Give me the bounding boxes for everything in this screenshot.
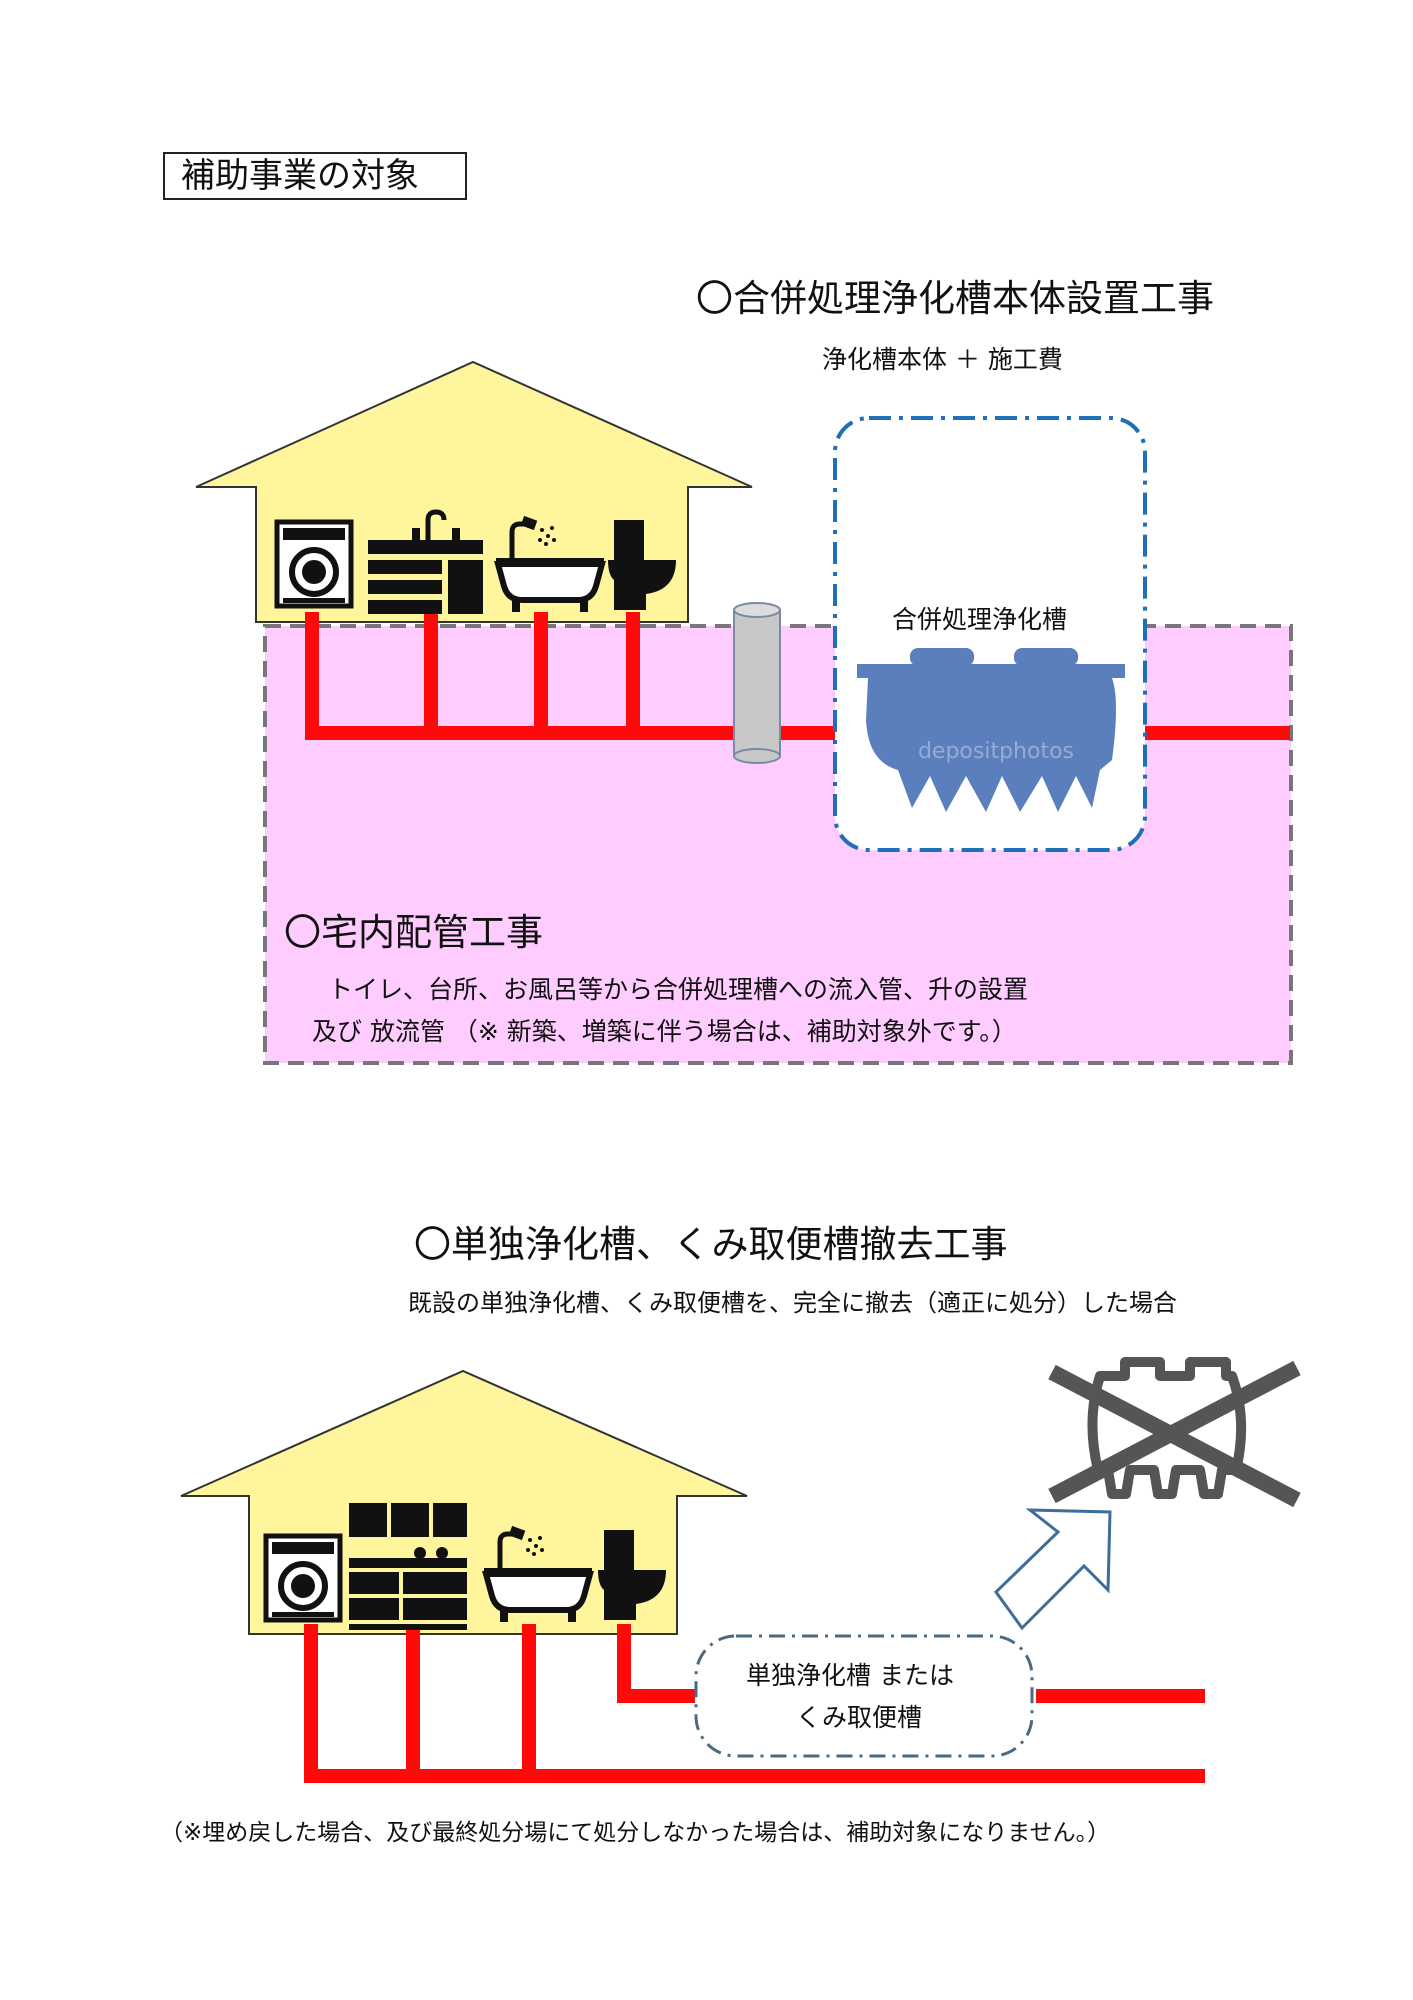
old-tank-zone: [694, 1634, 1034, 1758]
bottom-drain-pipes: [304, 1624, 1205, 1783]
old-tank-label-line2: くみ取便槽: [796, 1703, 923, 1732]
kitchen-sink-icon: [368, 509, 483, 614]
install-heading: 〇合併処理浄化槽本体設置工事: [696, 277, 1214, 320]
tank-label: 合併処理浄化槽: [892, 605, 1068, 634]
washing-machine-icon: [266, 1536, 340, 1620]
removal-heading: 〇単独浄化槽、くみ取便槽撤去工事: [414, 1223, 1008, 1266]
septic-tank-icon: [857, 648, 1125, 812]
piping-line1: トイレ、台所、お風呂等から合併処理槽への流入管、升の設置: [328, 975, 1029, 1004]
old-tank-label-line1: 単独浄化槽 または: [746, 1661, 954, 1690]
removal-footnote: （※埋め戻した場合、及び最終処分場にて処分しなかった場合は、補助対象になりません…: [160, 1820, 1111, 1846]
washing-machine-icon: [277, 522, 351, 606]
piping-line2: 及び 放流管 （※ 新築、増築に伴う場合は、補助対象外です。）: [312, 1017, 1017, 1046]
arrow-up-right-icon: [994, 1508, 1112, 1631]
inspection-chamber-icon: [733, 602, 781, 764]
piping-heading: 〇宅内配管工事: [284, 911, 543, 954]
install-subline: 浄化槽本体 ＋ 施工費: [822, 345, 1063, 374]
kitchen-unit-icon: [349, 1503, 467, 1630]
crossed-out-tank-icon: [1048, 1357, 1301, 1508]
removal-subline: 既設の単独浄化槽、くみ取便槽を、完全に撤去（適正に処分）した場合: [408, 1289, 1177, 1317]
page-title: 補助事業の対象: [163, 152, 467, 200]
tank-watermark: depositphotos: [918, 739, 1074, 764]
